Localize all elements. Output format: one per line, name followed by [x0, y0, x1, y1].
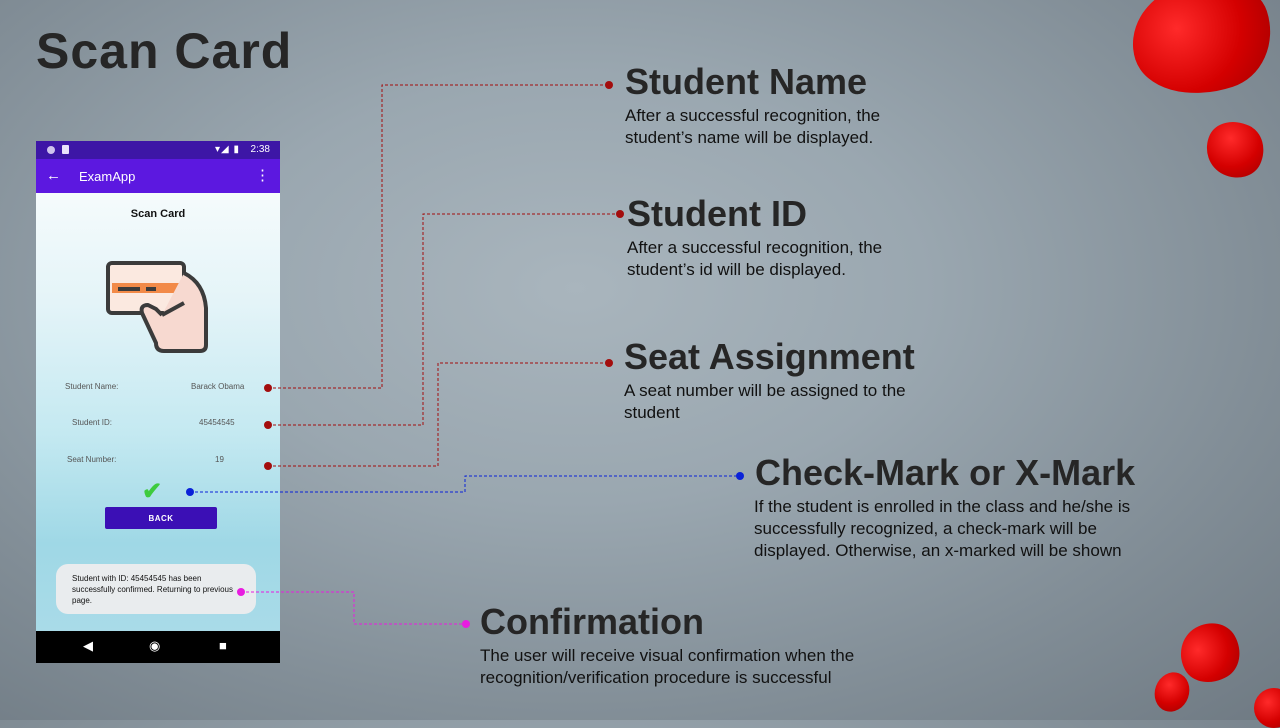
seat-number-label: Seat Number:: [67, 455, 117, 464]
overflow-menu-icon[interactable]: ⋮: [255, 167, 270, 184]
student-name-heading: Student Name: [625, 61, 868, 102]
check-heading: Check-Mark or X-Mark: [755, 452, 1136, 493]
confirmation-heading: Confirmation: [480, 601, 704, 642]
student-id-description-line-1: After a successful recognition, the: [627, 238, 883, 257]
confirmation-toast: Student with ID: 45454545 has been succe…: [56, 564, 256, 614]
check-description-line-3: displayed. Otherwise, an x-marked will b…: [754, 541, 1122, 560]
app-bar: ← ExamApp ⋮: [36, 159, 280, 193]
seat-description-line-1: A seat number will be assigned to the: [624, 381, 906, 400]
student-id-label: Student ID:: [72, 418, 113, 427]
nav-home-icon[interactable]: ◉: [149, 638, 161, 653]
connector-dot: [237, 588, 245, 596]
student-id-description-line-2: student’s id will be displayed.: [627, 260, 846, 279]
seat-number-value: 19: [215, 455, 224, 464]
nav-recents-icon[interactable]: ■: [219, 638, 227, 653]
connector-dot: [605, 81, 613, 89]
scan-card-screen: Scan Card Student Name: Barack Obama Stu…: [36, 193, 280, 631]
screen-title: Scan Card: [130, 208, 186, 220]
hand-card-icon: [106, 261, 208, 353]
connector-dot: [264, 462, 272, 470]
connector-dot: [264, 384, 272, 392]
slide-title: Scan Card: [36, 23, 293, 79]
status-bar: ▾◢ ▮ 2:38: [36, 141, 280, 159]
connector-dot: [264, 421, 272, 429]
student-name-description-line-2: student’s name will be displayed.: [625, 128, 874, 147]
student-id-value: 45454545: [199, 418, 235, 427]
connector-dot: [462, 620, 470, 628]
student-name-connector: [268, 84, 609, 389]
student-id-heading: Student ID: [627, 193, 807, 234]
check-mark-icon: ✔: [142, 478, 163, 505]
sim-icon: [62, 145, 69, 154]
arrow-left-icon[interactable]: ←: [46, 167, 61, 184]
confirmation-description-line-2: recognition/verification procedure is su…: [480, 668, 832, 687]
student-name-value: Barack Obama: [191, 382, 245, 391]
signal-icon: ▾◢ ▮: [215, 144, 240, 155]
confirmation-connector: [241, 591, 466, 625]
student-id-connector: [268, 213, 620, 426]
connector-dot: [616, 210, 624, 218]
student-name-description-line-1: After a successful recognition, the: [625, 106, 881, 125]
check-description-line-2: successfully recognized, a check-mark wi…: [754, 519, 1097, 538]
student-name-label: Student Name:: [65, 382, 119, 391]
back-button[interactable]: BACK: [105, 507, 217, 529]
nav-back-icon[interactable]: ◀: [83, 638, 93, 653]
seat-connector: [268, 362, 609, 467]
status-time: 2:38: [250, 144, 270, 155]
app-title: ExamApp: [79, 169, 136, 184]
seat-description-line-2: student: [624, 403, 680, 422]
connector-dot: [186, 488, 194, 496]
seat-heading: Seat Assignment: [624, 336, 915, 377]
connector-dot: [736, 472, 744, 480]
connector-dot: [605, 359, 613, 367]
confirmation-description-line-1: The user will receive visual confirmatio…: [480, 646, 855, 665]
nav-bar: ◀ ◉ ■: [36, 631, 280, 663]
circle-icon: [47, 146, 55, 154]
phone-mockup: ▾◢ ▮ 2:38 ← ExamApp ⋮ Scan Card Student …: [36, 141, 280, 663]
check-connector: [190, 475, 740, 493]
check-description-line-1: If the student is enrolled in the class …: [754, 497, 1131, 516]
